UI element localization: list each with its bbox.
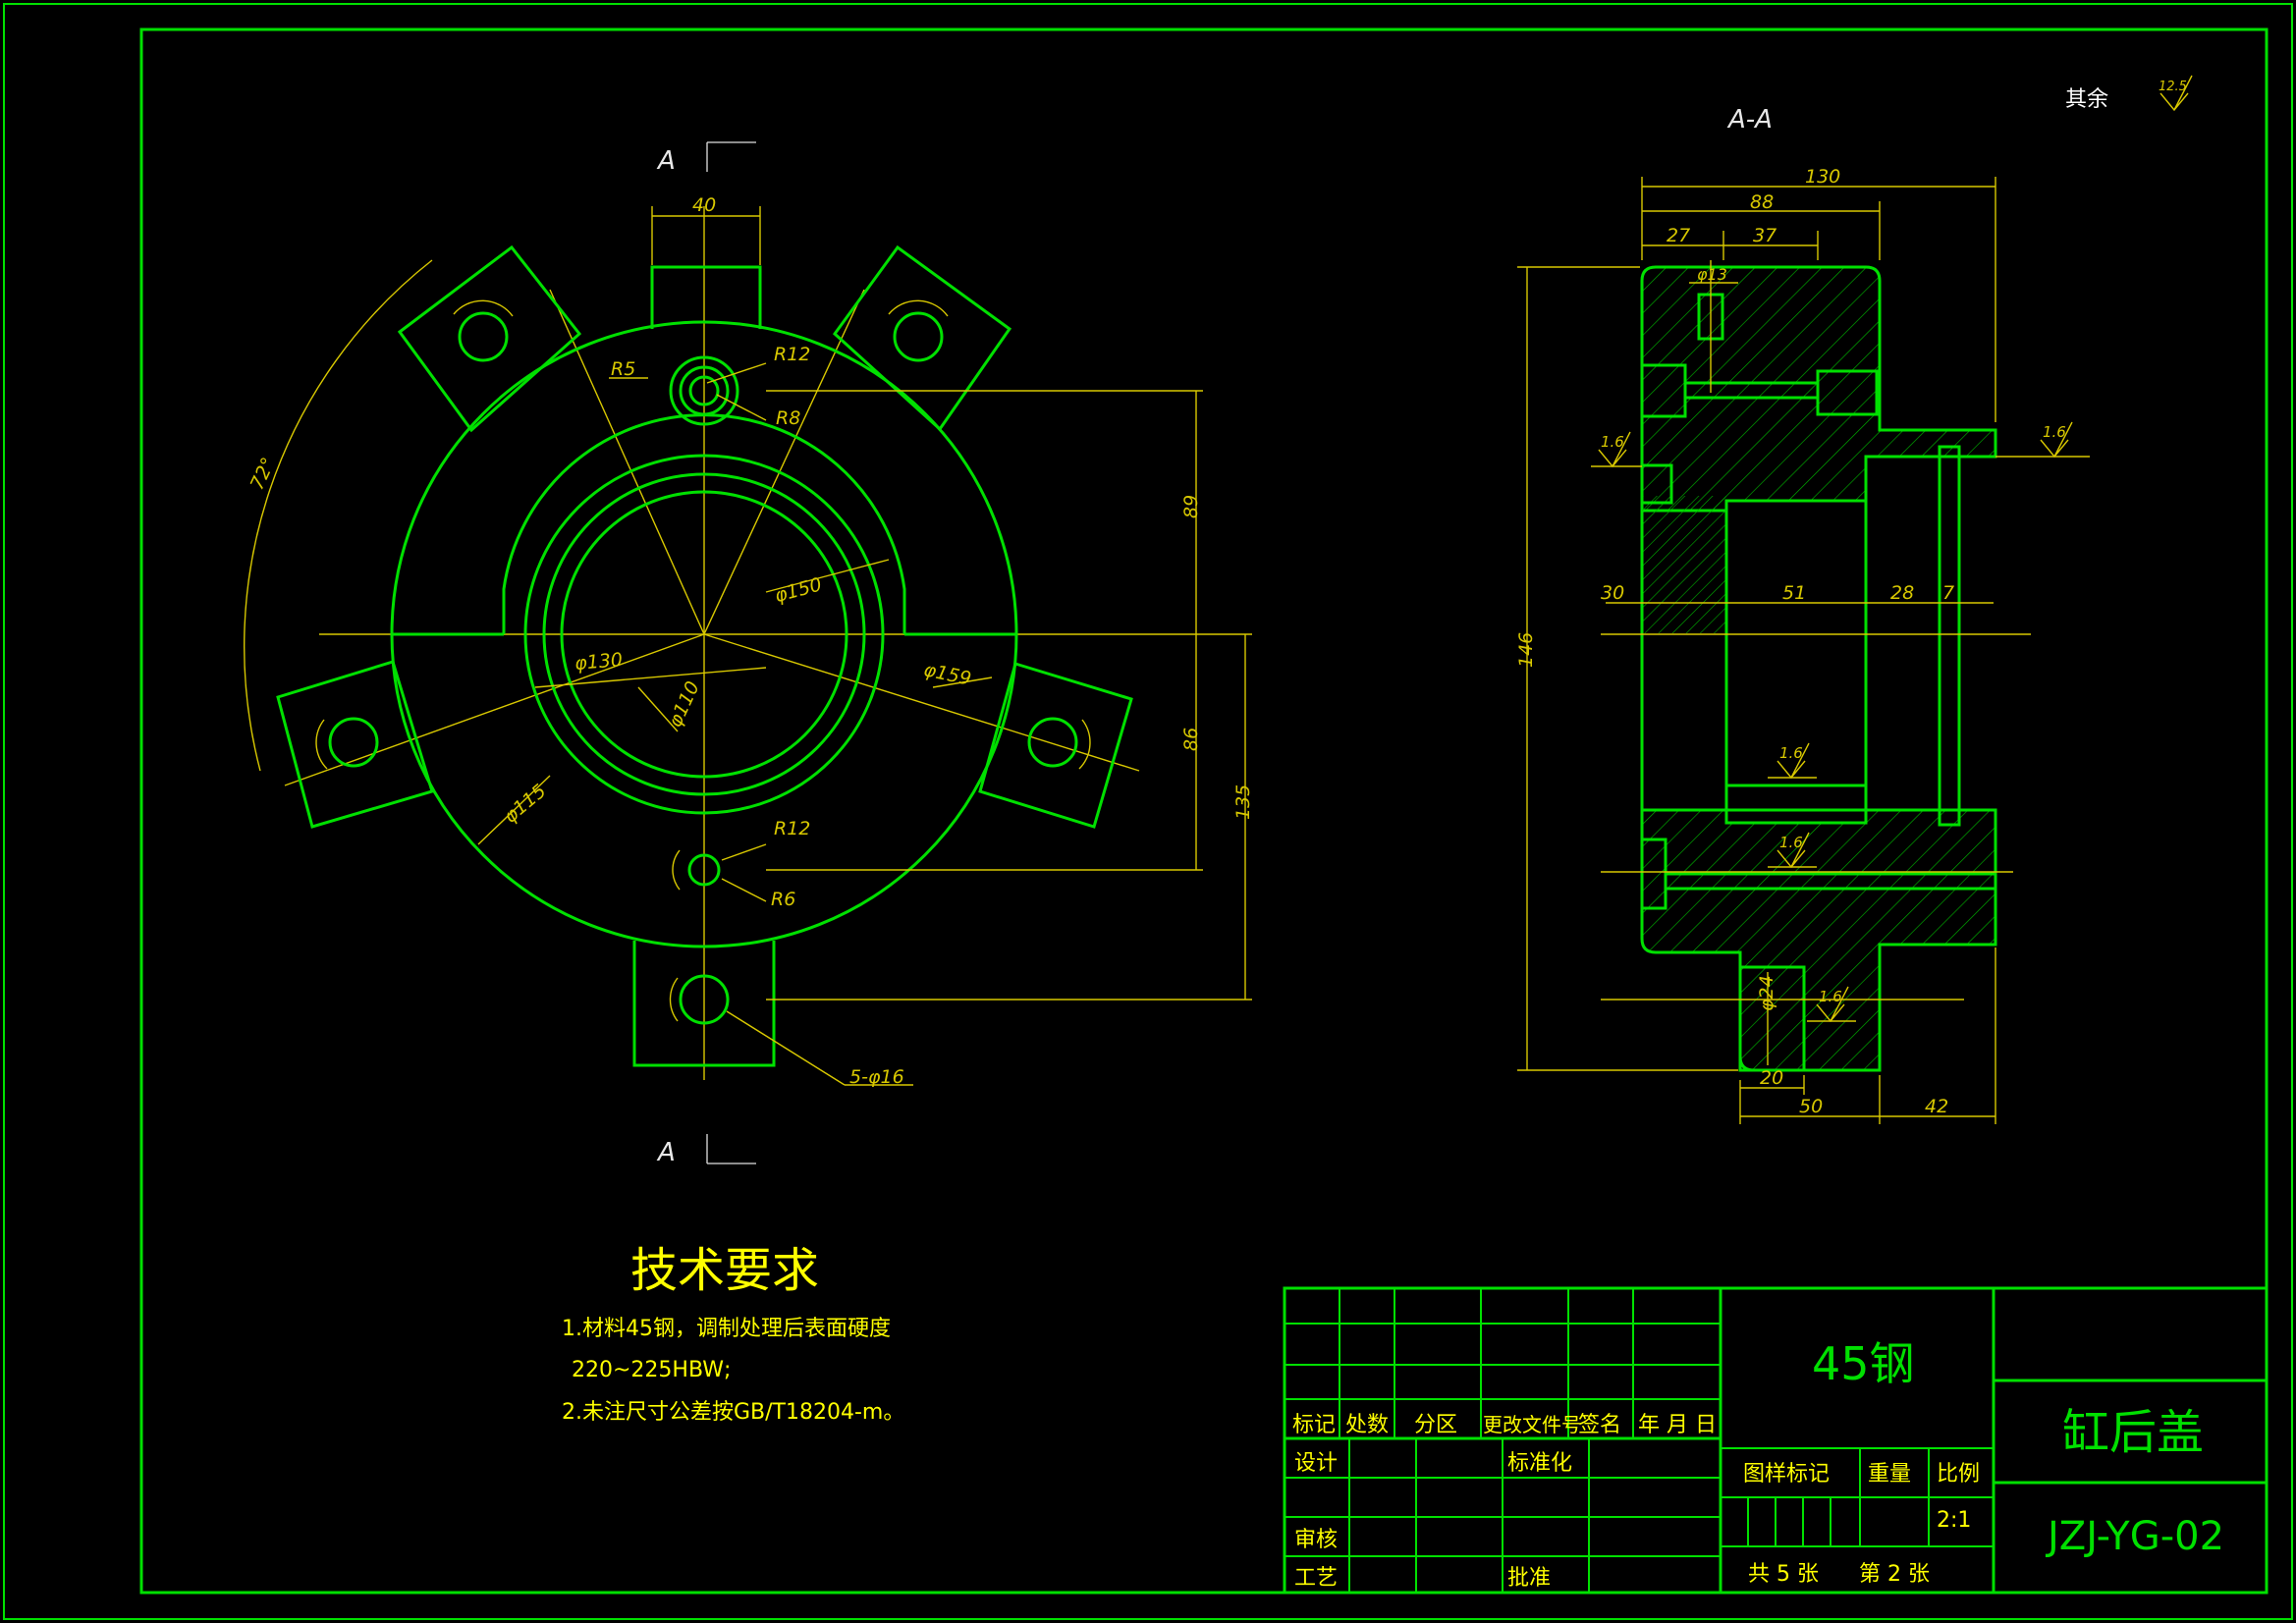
dim-d159: φ159 (922, 659, 973, 690)
dim-86: 86 (1180, 728, 1202, 751)
dim-r8: R8 (776, 407, 800, 429)
sdim-28: 28 (1890, 582, 1914, 604)
dim-135: 135 (1232, 784, 1254, 820)
section-hatch-bottom (1640, 808, 1997, 1072)
dim-d130: φ130 (574, 649, 624, 675)
sdim-30: 30 (1601, 582, 1624, 604)
dim-72: 72° (246, 455, 280, 494)
section-title: A-A (1726, 105, 1773, 135)
dim-r5: R5 (611, 358, 635, 380)
sdim-130: 130 (1805, 166, 1840, 188)
lug-upper-right (832, 244, 1012, 432)
label-review: 审核 (1294, 1528, 1338, 1552)
header-zone: 分区 (1414, 1413, 1457, 1437)
sdim-d24: φ24 (1756, 975, 1777, 1011)
ra-3: 1.6 (1779, 744, 1803, 762)
requirement-line-2: 220~225HBW; (572, 1358, 731, 1382)
section-mark-top: A (656, 146, 676, 176)
ra-5: 1.6 (1819, 988, 1842, 1005)
lug-right (978, 662, 1133, 829)
header-doc: 更改文件号 (1483, 1413, 1581, 1436)
label-stage-mark: 图样标记 (1743, 1462, 1830, 1487)
outer-circle (390, 320, 1018, 948)
sdim-37: 37 (1753, 225, 1777, 246)
dim-40: 40 (692, 194, 716, 216)
part-name: 缸后盖 (2062, 1405, 2204, 1460)
lug-left (276, 660, 434, 829)
section-mark-bottom: A (656, 1138, 676, 1167)
header-sign: 签名 (1578, 1413, 1621, 1437)
label-approve: 批准 (1507, 1566, 1551, 1591)
sdim-146: 146 (1515, 632, 1537, 668)
sdim-20: 20 (1760, 1067, 1783, 1089)
dim-5-holes: 5-φ16 (849, 1066, 904, 1088)
surface-note-value: 12.5 (2159, 80, 2187, 94)
front-view (243, 141, 1252, 1164)
sheet-number: 第 2 张 (1859, 1562, 1930, 1587)
ra-1: 1.6 (1601, 433, 1624, 451)
header-mark: 标记 (1292, 1413, 1336, 1437)
dim-r6: R6 (771, 889, 795, 910)
lug-bottom (632, 941, 776, 1067)
label-design: 设计 (1294, 1451, 1338, 1476)
sdim-7: 7 (1942, 582, 1954, 604)
inner-frame (139, 27, 2269, 1595)
outer-border (3, 3, 2293, 1620)
sdim-d13: φ13 (1697, 265, 1727, 284)
total-sheets: 共 5 张 (1748, 1562, 1819, 1587)
header-date: 年 月 日 (1638, 1413, 1717, 1437)
scale-value: 2:1 (1937, 1508, 1971, 1533)
dim-r12-top: R12 (774, 344, 810, 365)
label-scale: 比例 (1937, 1462, 1980, 1487)
surface-note-label: 其余 (2065, 87, 2108, 112)
top-key (650, 265, 762, 329)
title-block (1283, 1286, 2269, 1595)
dim-d150: φ150 (772, 573, 824, 607)
header-count: 处数 (1345, 1413, 1389, 1437)
sdim-50: 50 (1799, 1096, 1823, 1117)
material: 45钢 (1812, 1337, 1915, 1390)
lug-upper-left (397, 244, 582, 433)
dim-r12-bot: R12 (774, 818, 810, 839)
dim-d110: φ110 (664, 678, 704, 731)
drawing-number: JZJ-YG-02 (2045, 1514, 2224, 1559)
label-weight: 重量 (1868, 1462, 1911, 1487)
sdim-27: 27 (1667, 225, 1690, 246)
label-process: 工艺 (1294, 1566, 1338, 1591)
sdim-51: 51 (1782, 582, 1806, 604)
section-view (1517, 75, 2193, 1124)
ra-4: 1.6 (1779, 834, 1803, 851)
requirements-title: 技术要求 (630, 1243, 819, 1298)
sdim-42: 42 (1925, 1096, 1948, 1117)
label-standard: 标准化 (1507, 1451, 1572, 1476)
dim-d115: φ115 (500, 781, 551, 828)
requirement-line-1: 1.材料45钢，调制处理后表面硬度 (562, 1317, 891, 1341)
dim-89: 89 (1180, 495, 1202, 518)
requirement-line-3: 2.未注尺寸公差按GB/T18204-m。 (562, 1400, 904, 1425)
ra-2: 1.6 (2043, 423, 2066, 441)
sdim-88: 88 (1750, 191, 1774, 213)
